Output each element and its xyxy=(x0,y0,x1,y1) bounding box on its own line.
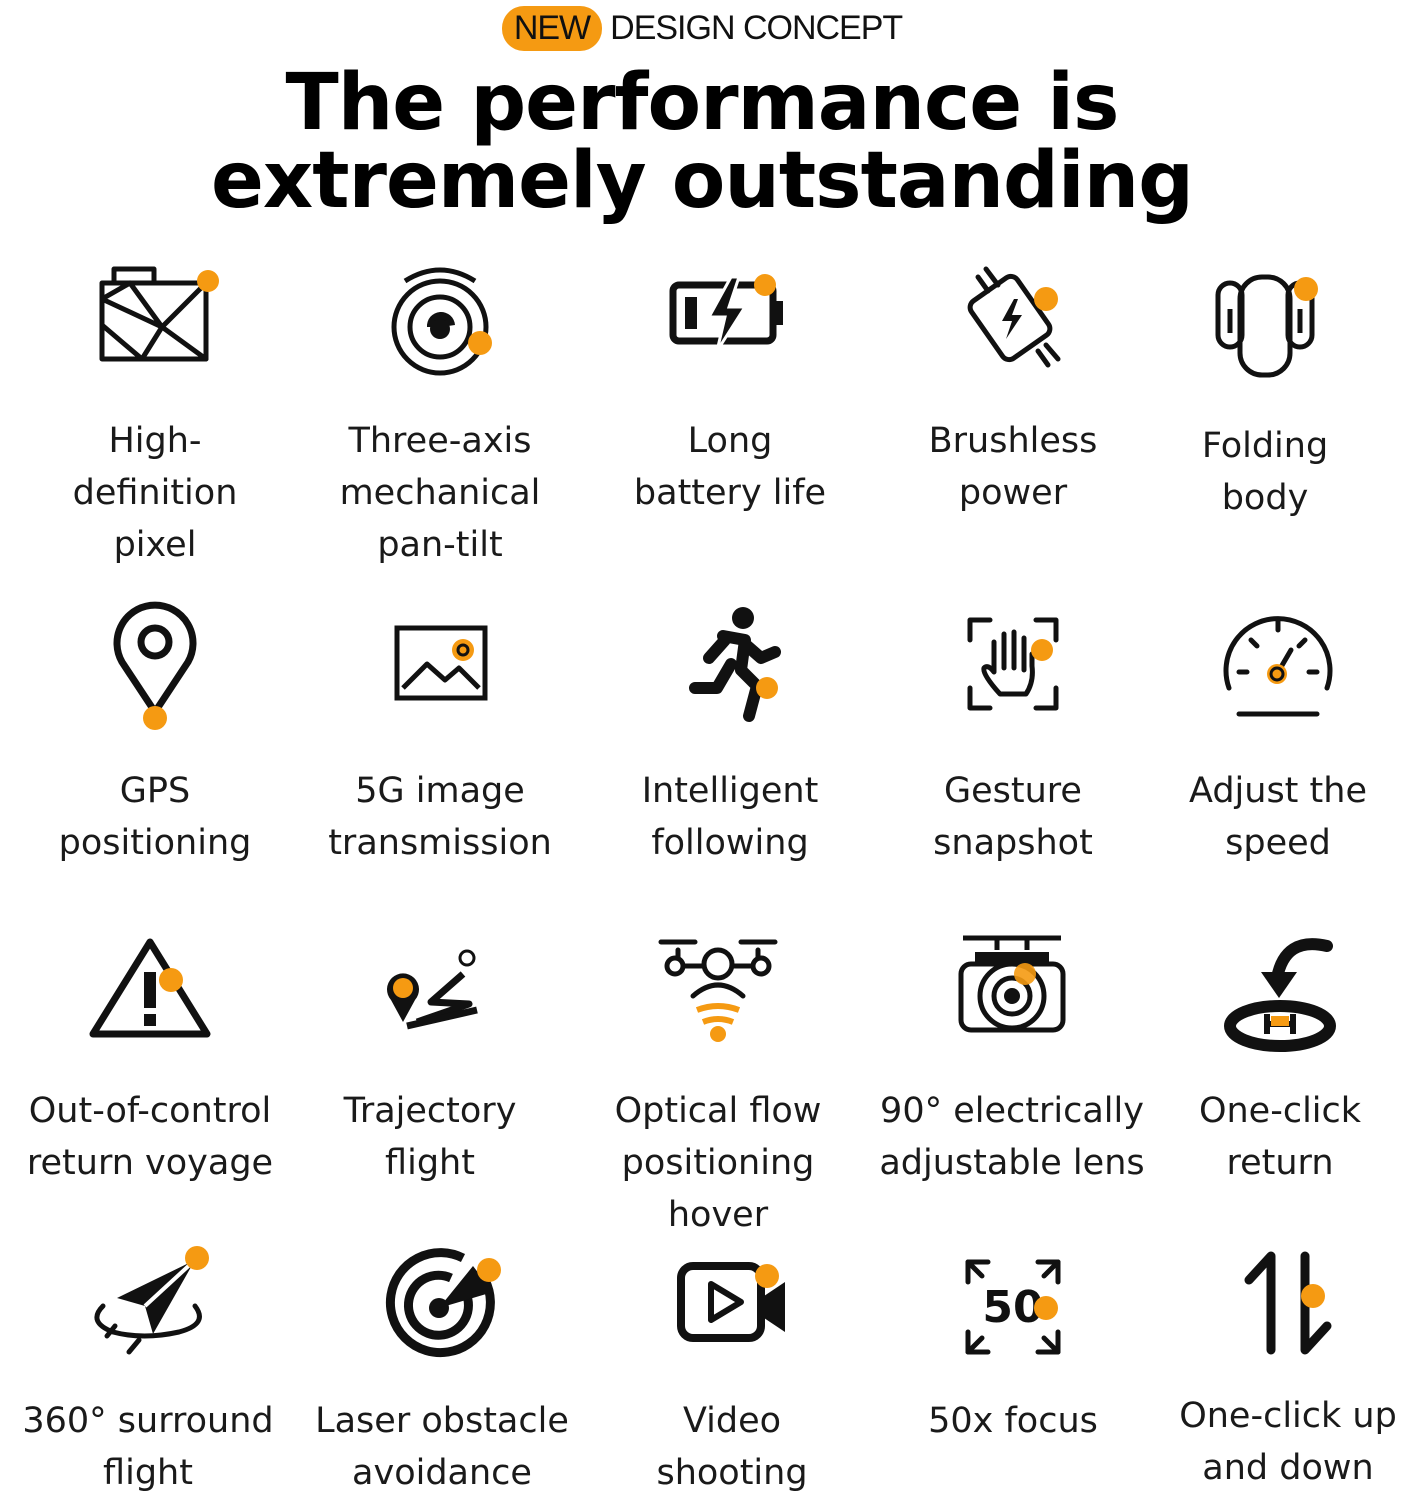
return-home-icon xyxy=(1224,938,1336,1052)
feature-folding: Folding body xyxy=(1125,255,1404,518)
feature-label: 5G image transmission xyxy=(328,771,552,863)
running-person-icon xyxy=(689,607,781,722)
feature-label: 360° surround flight xyxy=(22,1401,274,1493)
zoom-50-icon: 50 xyxy=(965,1259,1061,1355)
up-down-arrows-icon xyxy=(1244,1251,1332,1355)
video-camera-icon xyxy=(677,1262,785,1342)
svg-text:50: 50 xyxy=(982,1282,1043,1333)
page-title: The performance is extremely outstanding xyxy=(0,64,1404,220)
feature-label: Gesture snapshot xyxy=(933,771,1093,863)
hand-gesture-icon xyxy=(967,617,1059,711)
folding-drone-icon xyxy=(1215,274,1318,378)
feature-speed: Adjust the speed xyxy=(1138,600,1404,863)
trajectory-path-icon xyxy=(387,949,478,1030)
feature-label: Intelligent following xyxy=(641,771,819,863)
feature-gps: GPS positioning xyxy=(15,600,295,863)
feature-label: High- definition pixel xyxy=(72,421,238,565)
feature-label: GPS positioning xyxy=(58,771,252,863)
feature-laser: Laser obstacle avoidance xyxy=(302,1240,582,1493)
feature-label: Video shooting xyxy=(656,1401,808,1493)
feature-label: One-click up and down xyxy=(1179,1396,1397,1488)
feature-label: Trajectory flight xyxy=(343,1091,517,1183)
title-line-2: extremely outstanding xyxy=(211,136,1194,226)
feature-gesture: Gesture snapshot xyxy=(873,600,1153,863)
feature-out-of-control: Out-of-control return voyage xyxy=(10,930,290,1183)
feature-label: One-click return xyxy=(1198,1091,1362,1183)
feature-battery: Long battery life xyxy=(590,255,870,513)
map-pin-icon xyxy=(113,601,197,730)
feature-label: 90° electrically adjustable lens xyxy=(879,1091,1145,1183)
brushless-motor-icon xyxy=(967,266,1061,368)
feature-360: 360° surround flight xyxy=(8,1240,288,1493)
feature-pan-tilt: Three-axis mechanical pan-tilt xyxy=(300,255,580,565)
gimbal-camera-icon xyxy=(391,267,492,376)
title-line-1: The performance is xyxy=(285,58,1120,148)
feature-label: Brushless power xyxy=(928,421,1098,513)
feature-label: Adjust the speed xyxy=(1189,771,1367,863)
feature-optical-flow: Optical flow positioning hover xyxy=(578,930,858,1235)
speedometer-icon xyxy=(1223,616,1333,717)
feature-lens: 90° electrically adjustable lens xyxy=(872,930,1152,1183)
feature-5g: 5G image transmission xyxy=(300,600,580,863)
warning-triangle-icon xyxy=(89,938,211,1038)
feature-label: Folding body xyxy=(1201,426,1329,518)
image-icon xyxy=(394,625,488,701)
feature-label: Long battery life xyxy=(633,421,827,513)
feature-brushless: Brushless power xyxy=(873,255,1153,513)
paper-plane-orbit-icon xyxy=(94,1246,209,1355)
feature-label: Optical flow positioning hover xyxy=(614,1091,822,1235)
feature-label: Out-of-control return voyage xyxy=(26,1091,274,1183)
feature-50x: 50 50x focus xyxy=(873,1240,1153,1441)
design-concept-badge: NEW DESIGN CONCEPT xyxy=(0,6,1404,51)
badge-new-label: NEW xyxy=(501,6,603,51)
camera-lens-icon xyxy=(958,935,1066,1033)
radar-target-icon xyxy=(385,1248,501,1358)
feature-label: Laser obstacle avoidance xyxy=(315,1401,569,1493)
feature-label: Three-axis mechanical pan-tilt xyxy=(339,421,541,565)
feature-following: Intelligent following xyxy=(590,600,870,863)
feature-trajectory: Trajectory flight xyxy=(290,930,570,1183)
feature-return: One-click return xyxy=(1140,930,1404,1183)
drone-hover-icon xyxy=(658,939,778,1042)
feature-up-down: One-click up and down xyxy=(1148,1240,1404,1488)
feature-hd-pixel: High- definition pixel xyxy=(15,255,295,565)
image-aperture-icon xyxy=(99,266,219,362)
feature-video: Video shooting xyxy=(592,1240,872,1493)
feature-label: 50x focus xyxy=(928,1401,1098,1441)
battery-charging-icon xyxy=(669,274,783,352)
badge-rest-label: DESIGN CONCEPT xyxy=(610,9,903,47)
